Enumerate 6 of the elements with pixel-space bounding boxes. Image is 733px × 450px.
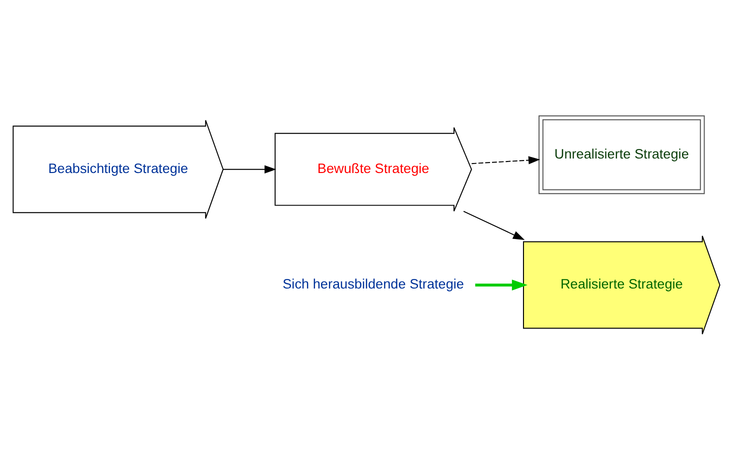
arrow [222,165,276,174]
node-box: Unrealisierte Strategie [538,115,705,194]
arrow [471,156,540,164]
node-text: Sich herausbildende Strategie [282,276,464,292]
arrow [475,280,528,290]
arrow [463,210,525,240]
